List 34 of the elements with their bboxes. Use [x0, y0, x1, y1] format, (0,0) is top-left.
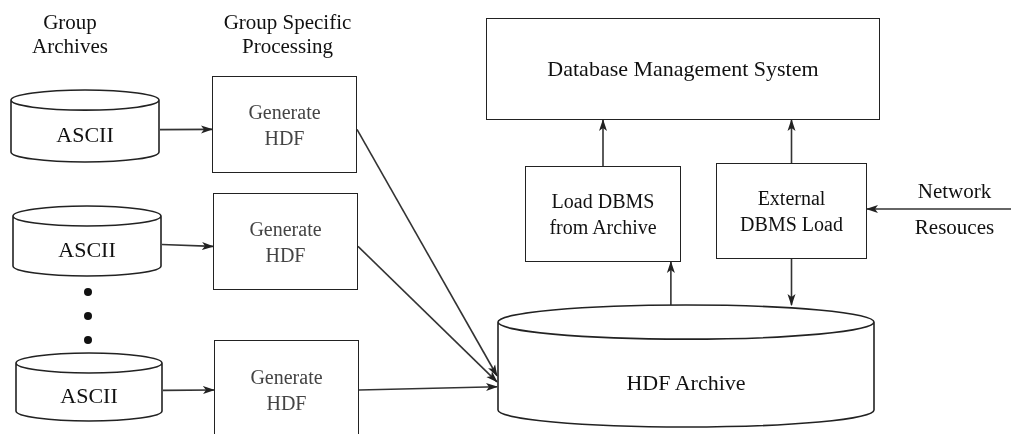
process-box [525, 166, 681, 262]
arrow [666, 261, 675, 306]
column-heading: Group Specific Processing [222, 10, 353, 59]
node-label: Generate HDF [248, 216, 323, 268]
node-label: Database Management System [547, 54, 819, 83]
process-box [716, 163, 867, 259]
node-label: ASCII [58, 235, 116, 264]
node-label: HDF Archive [626, 368, 746, 397]
database-cylinder [15, 353, 163, 421]
column-heading: Group Archives [31, 10, 109, 59]
arrow [866, 205, 1011, 213]
database-cylinder [12, 206, 162, 276]
database-cylinder [497, 305, 875, 427]
node-label: External DBMS Load [739, 186, 844, 237]
arrow [162, 386, 215, 395]
arrow [356, 128, 498, 377]
arrow [161, 241, 214, 250]
arrow [599, 119, 607, 167]
source-label: Network Resouces [913, 178, 996, 241]
arrow [787, 119, 796, 164]
arrow [358, 383, 498, 391]
node-label: ASCII [60, 381, 118, 410]
process-box [214, 340, 359, 434]
arrow [787, 258, 796, 307]
node-label: ASCII [56, 120, 114, 149]
node-label: Generate HDF [249, 365, 324, 416]
arrow [357, 245, 498, 383]
database-cylinder [10, 90, 160, 162]
node-label: Load DBMS from Archive [548, 189, 658, 240]
process-box [213, 193, 358, 290]
process-box [486, 18, 880, 120]
process-box [212, 76, 357, 173]
arrow [159, 125, 213, 134]
node-label: Generate HDF [247, 99, 322, 151]
